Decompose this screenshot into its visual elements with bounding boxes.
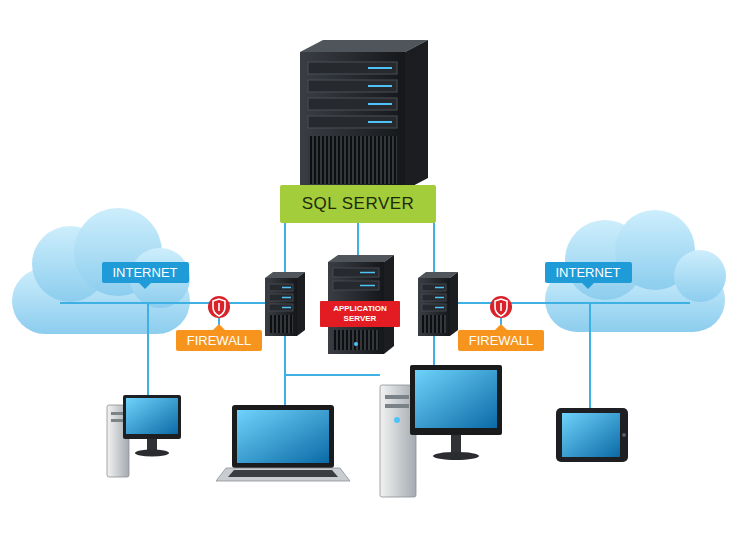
application-server-tower bbox=[333, 330, 379, 350]
sql-server-tower bbox=[308, 98, 397, 110]
desktop-computer bbox=[380, 365, 502, 497]
network-wire bbox=[589, 303, 591, 410]
server-tower bbox=[269, 294, 293, 301]
server-tower bbox=[282, 297, 291, 299]
application-server-tower bbox=[333, 268, 379, 277]
desktop-computer bbox=[147, 439, 157, 451]
firewall-label: FIREWALL bbox=[458, 330, 545, 351]
sql-server-tower bbox=[368, 121, 392, 123]
tablet bbox=[562, 413, 620, 457]
server-tower bbox=[422, 315, 446, 333]
desktop-computer bbox=[123, 395, 181, 439]
cloud bbox=[674, 250, 726, 302]
desktop-computer bbox=[111, 412, 125, 415]
desktop-computer bbox=[135, 450, 169, 457]
network-wire bbox=[60, 302, 265, 304]
application-server-tower bbox=[354, 342, 358, 346]
application-server-tower bbox=[360, 272, 375, 274]
desktop-computer bbox=[410, 365, 502, 435]
network-wire bbox=[147, 303, 149, 395]
desktop-computer bbox=[111, 419, 125, 422]
network-wire bbox=[285, 374, 380, 376]
desktop-computer bbox=[394, 417, 400, 423]
desktop-computer bbox=[451, 435, 461, 453]
server-tower bbox=[265, 272, 305, 336]
firewall-label: FIREWALL bbox=[176, 330, 263, 351]
firewall-shield bbox=[208, 296, 230, 318]
node-label: SQL SERVER bbox=[302, 194, 415, 214]
node-label: FIREWALL bbox=[187, 333, 252, 348]
sql-server-tower bbox=[368, 85, 392, 87]
sql-server-tower bbox=[308, 80, 397, 92]
firewall-shield bbox=[218, 303, 220, 311]
sql-server-tower bbox=[308, 116, 397, 128]
cloud-label: INTERNET bbox=[102, 262, 189, 283]
server-tower bbox=[422, 304, 446, 311]
laptop bbox=[216, 468, 350, 481]
cloud bbox=[545, 210, 726, 332]
laptop bbox=[232, 405, 334, 468]
firewall-shield bbox=[213, 299, 225, 316]
node-label: INTERNET bbox=[556, 265, 621, 280]
server-tower bbox=[265, 278, 297, 336]
server-label: APPLICATION SERVER bbox=[320, 301, 400, 326]
node-label: INTERNET bbox=[113, 265, 178, 280]
sql-server-tower bbox=[308, 136, 397, 184]
desktop-computer bbox=[433, 452, 479, 460]
network-wire bbox=[60, 204, 690, 410]
desktop-computer bbox=[385, 395, 409, 399]
server-tower bbox=[282, 307, 291, 309]
sql-server-tower bbox=[308, 62, 397, 74]
application-server-tower bbox=[360, 285, 375, 287]
tablet bbox=[556, 408, 628, 462]
server-tower bbox=[269, 304, 293, 311]
node-label: APPLICATION SERVER bbox=[329, 304, 391, 323]
desktop-computer bbox=[385, 404, 409, 408]
network-wire bbox=[433, 336, 435, 365]
sql-server-tower bbox=[368, 103, 392, 105]
server-tower bbox=[297, 272, 305, 336]
application-server-tower bbox=[328, 255, 394, 262]
server-tower bbox=[422, 284, 446, 291]
firewall-shield bbox=[495, 299, 507, 316]
desktop-computer bbox=[415, 370, 497, 428]
firewall-shield bbox=[208, 296, 230, 318]
server-tower bbox=[418, 272, 458, 336]
server-tower bbox=[269, 284, 293, 291]
server-tower bbox=[435, 297, 444, 299]
application-server-tower bbox=[333, 281, 379, 290]
firewall-shield bbox=[490, 296, 512, 318]
application-server-tower bbox=[328, 255, 394, 354]
server-tower bbox=[450, 272, 458, 336]
firewall-shield bbox=[490, 296, 512, 318]
desktop-computer bbox=[107, 395, 181, 477]
server-tower bbox=[418, 278, 450, 336]
desktop-computer bbox=[126, 398, 178, 434]
sql-server-tower bbox=[368, 67, 392, 69]
cloud bbox=[12, 208, 190, 334]
tablet bbox=[622, 433, 626, 437]
sql-server-tower bbox=[300, 52, 405, 190]
server-tower bbox=[422, 294, 446, 301]
tablet bbox=[556, 408, 628, 462]
laptop bbox=[216, 405, 350, 481]
server-tower bbox=[435, 307, 444, 309]
server-tower bbox=[269, 315, 293, 333]
node-label: FIREWALL bbox=[469, 333, 534, 348]
server-tower bbox=[282, 287, 291, 289]
server-tower bbox=[435, 287, 444, 289]
laptop bbox=[228, 470, 338, 477]
server-label: SQL SERVER bbox=[280, 185, 437, 223]
sql-server-tower bbox=[405, 40, 428, 190]
sql-server-tower bbox=[300, 40, 428, 190]
cloud-label: INTERNET bbox=[545, 262, 632, 283]
firewall-shield bbox=[500, 303, 502, 311]
network-wire bbox=[284, 336, 286, 405]
laptop bbox=[237, 410, 329, 463]
